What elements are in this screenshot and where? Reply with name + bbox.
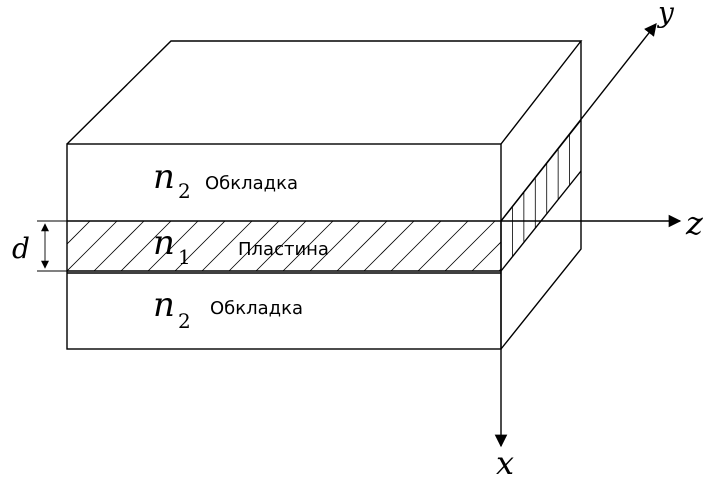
hatch-line bbox=[93, 221, 145, 271]
z-axis-label: z bbox=[685, 204, 704, 242]
hatch-line bbox=[174, 221, 226, 271]
hatch-line bbox=[471, 241, 501, 271]
top-cladding-index: n bbox=[153, 157, 175, 197]
hatch-line bbox=[336, 221, 388, 271]
hatch-line bbox=[363, 221, 415, 271]
hatch-line bbox=[228, 221, 280, 271]
hatch-line bbox=[282, 221, 334, 271]
y-axis-label: y bbox=[656, 0, 675, 29]
plate-hatching bbox=[67, 221, 603, 271]
hatch-line bbox=[526, 221, 576, 271]
hatch-line bbox=[120, 221, 172, 271]
plate-subscript: 1 bbox=[178, 245, 191, 269]
hatch-line bbox=[147, 221, 199, 271]
right-face bbox=[500, 41, 582, 350]
top-face bbox=[66, 40, 583, 145]
x-axis-label: x bbox=[496, 444, 514, 482]
hatch-line bbox=[417, 221, 469, 271]
y-axis bbox=[500, 23, 657, 222]
top-cladding-label: Обкладка bbox=[205, 173, 298, 194]
bottom-cladding-subscript: 2 bbox=[178, 309, 191, 333]
hatch-line bbox=[67, 221, 118, 271]
plate-side-hatching bbox=[512, 134, 570, 257]
top-cladding-subscript: 2 bbox=[178, 179, 191, 203]
plate-label: Пластина bbox=[238, 239, 329, 260]
hatch-line bbox=[444, 221, 496, 271]
hatch-line bbox=[309, 221, 361, 271]
plate-index: n bbox=[153, 223, 175, 263]
bottom-cladding-label: Обкладка bbox=[210, 298, 303, 319]
hatch-line bbox=[390, 221, 442, 271]
hatch-line bbox=[67, 221, 91, 245]
bottom-cladding-index: n bbox=[153, 285, 175, 325]
hatch-line bbox=[201, 221, 253, 271]
thickness-label: d bbox=[12, 232, 30, 265]
hatch-line bbox=[255, 221, 307, 271]
hatch-line bbox=[553, 221, 603, 271]
